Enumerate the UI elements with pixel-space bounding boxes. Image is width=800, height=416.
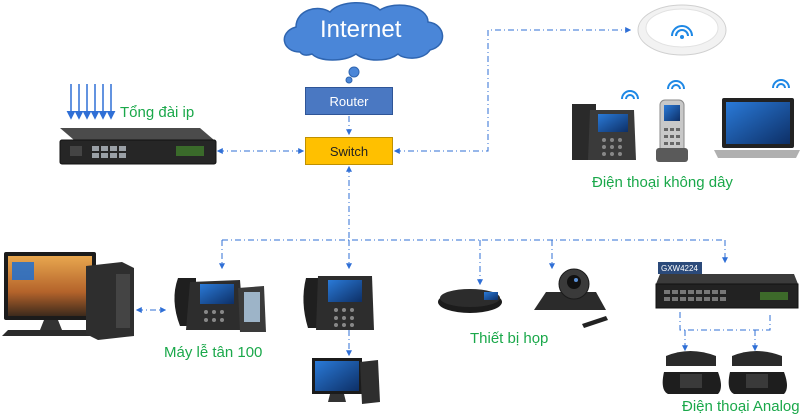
reception-phone	[174, 278, 266, 332]
gateway-model: GXW4224	[661, 264, 698, 273]
wireless-phone-label: Điện thoại không dây	[592, 174, 733, 191]
analog-phone-2	[728, 351, 787, 394]
remote-control	[582, 316, 608, 328]
meeting-devices-label: Thiết bị họp	[470, 330, 549, 347]
gateway-bracket	[679, 312, 771, 331]
analog-phone-1	[662, 351, 721, 394]
switch-box: Switch	[305, 137, 393, 165]
wireless-desk-phone	[572, 90, 639, 160]
router-box: Router	[305, 87, 393, 115]
connections	[135, 27, 771, 357]
trunk-lines	[66, 84, 116, 120]
internet-label: Internet	[320, 16, 402, 43]
pbx-label: Tổng đài ip	[120, 104, 195, 121]
conference-camera	[534, 268, 606, 310]
reception-phone-label: Máy lễ tân 100	[164, 344, 263, 361]
analog-gateway: GXW4224	[655, 262, 799, 309]
conference-phone	[438, 289, 502, 313]
laptop	[714, 79, 800, 158]
desktop-pc-bottom	[312, 358, 380, 404]
desktop-pc-left	[2, 252, 134, 340]
wireless-access-point	[637, 4, 727, 56]
ip-pbx-device	[59, 128, 217, 165]
analog-phone-label: Điện thoại Analog	[682, 398, 800, 415]
dect-handset	[656, 80, 688, 162]
ip-phone	[303, 276, 374, 330]
